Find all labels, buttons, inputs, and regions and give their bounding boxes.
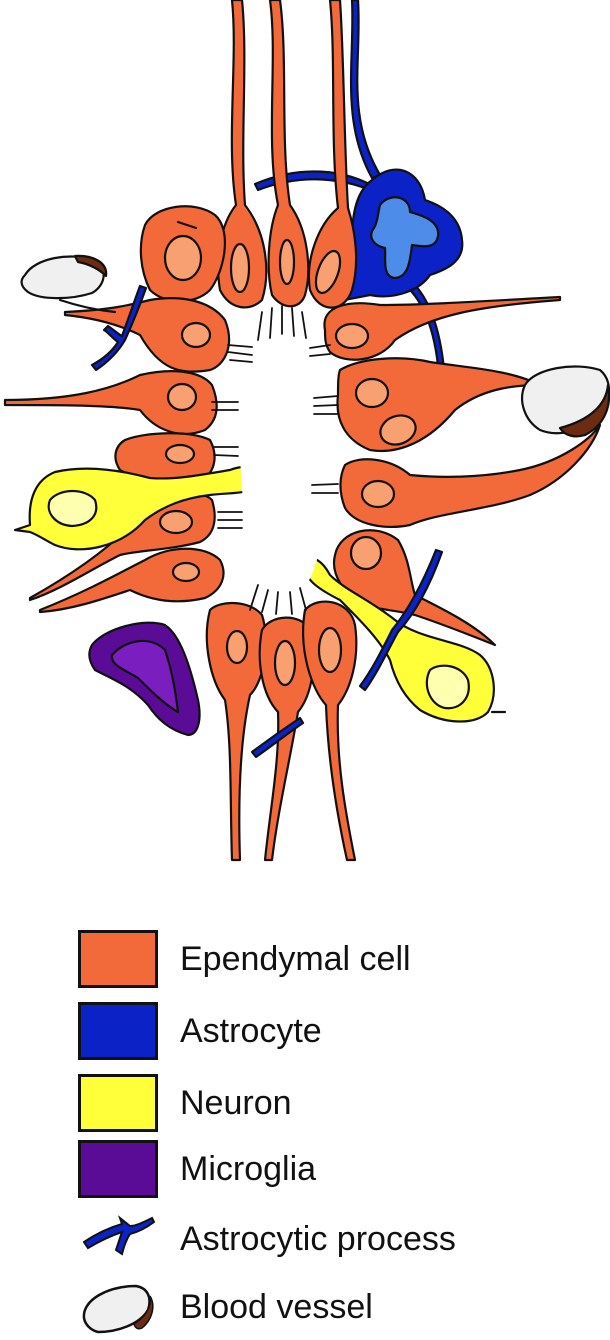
nucleus <box>356 379 388 407</box>
nucleus <box>160 511 192 533</box>
nucleus <box>351 537 381 569</box>
microglia-swatch <box>78 1140 158 1198</box>
central-canal-diagram <box>0 0 610 880</box>
nucleus <box>319 628 341 672</box>
legend-label: Astrocyte <box>180 1014 322 1048</box>
legend-label: Neuron <box>180 1086 292 1120</box>
nucleus <box>168 384 196 410</box>
legend-label: Microglia <box>180 1152 316 1186</box>
nucleus <box>166 445 194 463</box>
nucleus <box>165 236 201 280</box>
blood-vessel-icon <box>78 1278 158 1336</box>
nucleus <box>231 244 249 292</box>
neuron-nucleus <box>427 666 469 709</box>
nucleus <box>280 240 294 284</box>
legend-item-neuron: Neuron <box>78 1074 598 1136</box>
nucleus <box>336 324 368 348</box>
legend-item-ependymal: Ependymal cell <box>78 930 598 992</box>
ependymal-swatch <box>78 930 158 988</box>
legend-item-astrocytic-process: Astrocytic process <box>78 1210 598 1272</box>
nucleus <box>362 481 394 507</box>
nucleus <box>182 323 210 347</box>
astrocyte-process-upper <box>351 0 380 178</box>
legend-label: Blood vessel <box>180 1290 373 1324</box>
legend-label: Astrocytic process <box>180 1222 456 1256</box>
astrocyte-swatch <box>78 1002 158 1060</box>
legend-label: Ependymal cell <box>180 942 411 976</box>
nucleus <box>227 631 247 663</box>
legend-item-astrocyte: Astrocyte <box>78 1002 598 1064</box>
nucleus <box>173 563 199 581</box>
legend-item-blood-vessel: Blood vessel <box>78 1278 598 1340</box>
astrocytic-process-icon <box>78 1210 158 1268</box>
legend-item-microglia: Microglia <box>78 1140 598 1202</box>
neuron-swatch <box>78 1074 158 1132</box>
nucleus <box>275 641 295 685</box>
neuron-nucleus <box>49 491 97 526</box>
central-canal-lumen <box>240 319 330 600</box>
